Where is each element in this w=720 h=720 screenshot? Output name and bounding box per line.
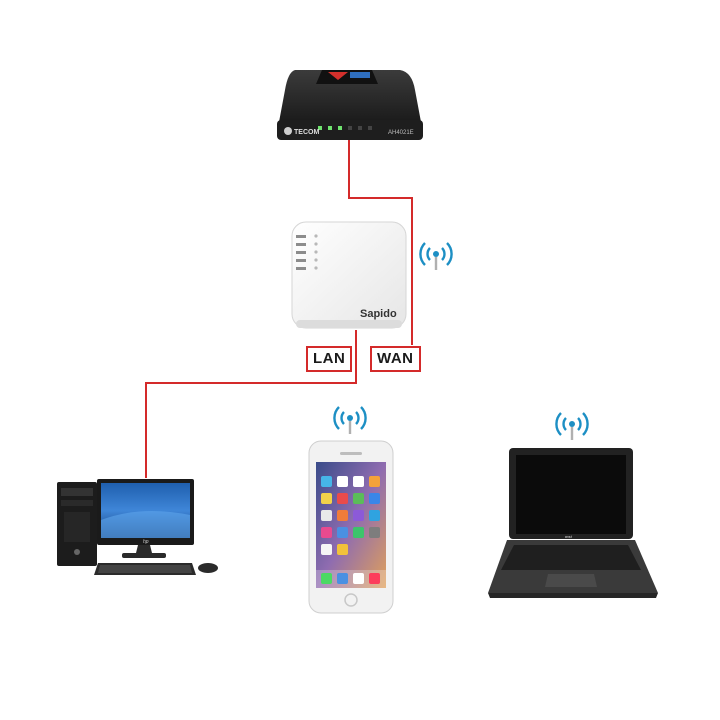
lan-to-desktop-cable (145, 330, 357, 478)
wan-port-label: WAN (370, 346, 421, 372)
laptop-keyboard (501, 545, 641, 570)
modem: TECOM AH4021E (277, 70, 423, 140)
laptop-brand: msi (565, 534, 573, 539)
wifi-icon (333, 406, 367, 434)
modem-logo-icon (328, 72, 348, 80)
desktop-computer: hp (57, 479, 218, 575)
laptop-touchpad (545, 574, 597, 587)
desktop-mouse (198, 563, 218, 573)
modem-brand: TECOM (294, 129, 319, 136)
laptop: msi (488, 448, 658, 598)
modem-model: AH4021E (388, 130, 414, 136)
wifi-icon (419, 242, 453, 270)
home-button-icon (344, 593, 358, 607)
dock (321, 573, 380, 584)
laptop-screen (516, 455, 626, 534)
modem-leds (318, 126, 372, 130)
wifi-icon (555, 412, 589, 440)
router: Sapido (291, 221, 407, 329)
router-brand: Sapido (360, 308, 397, 320)
lan-port-label: LAN (306, 346, 353, 372)
monitor-brand: hp (143, 539, 149, 545)
router-leds (296, 235, 306, 270)
tecom-logo-icon (284, 127, 292, 135)
modem-to-wan-cable (348, 140, 413, 345)
cables (145, 140, 413, 478)
smartphone (308, 440, 394, 614)
app-grid (321, 476, 380, 555)
